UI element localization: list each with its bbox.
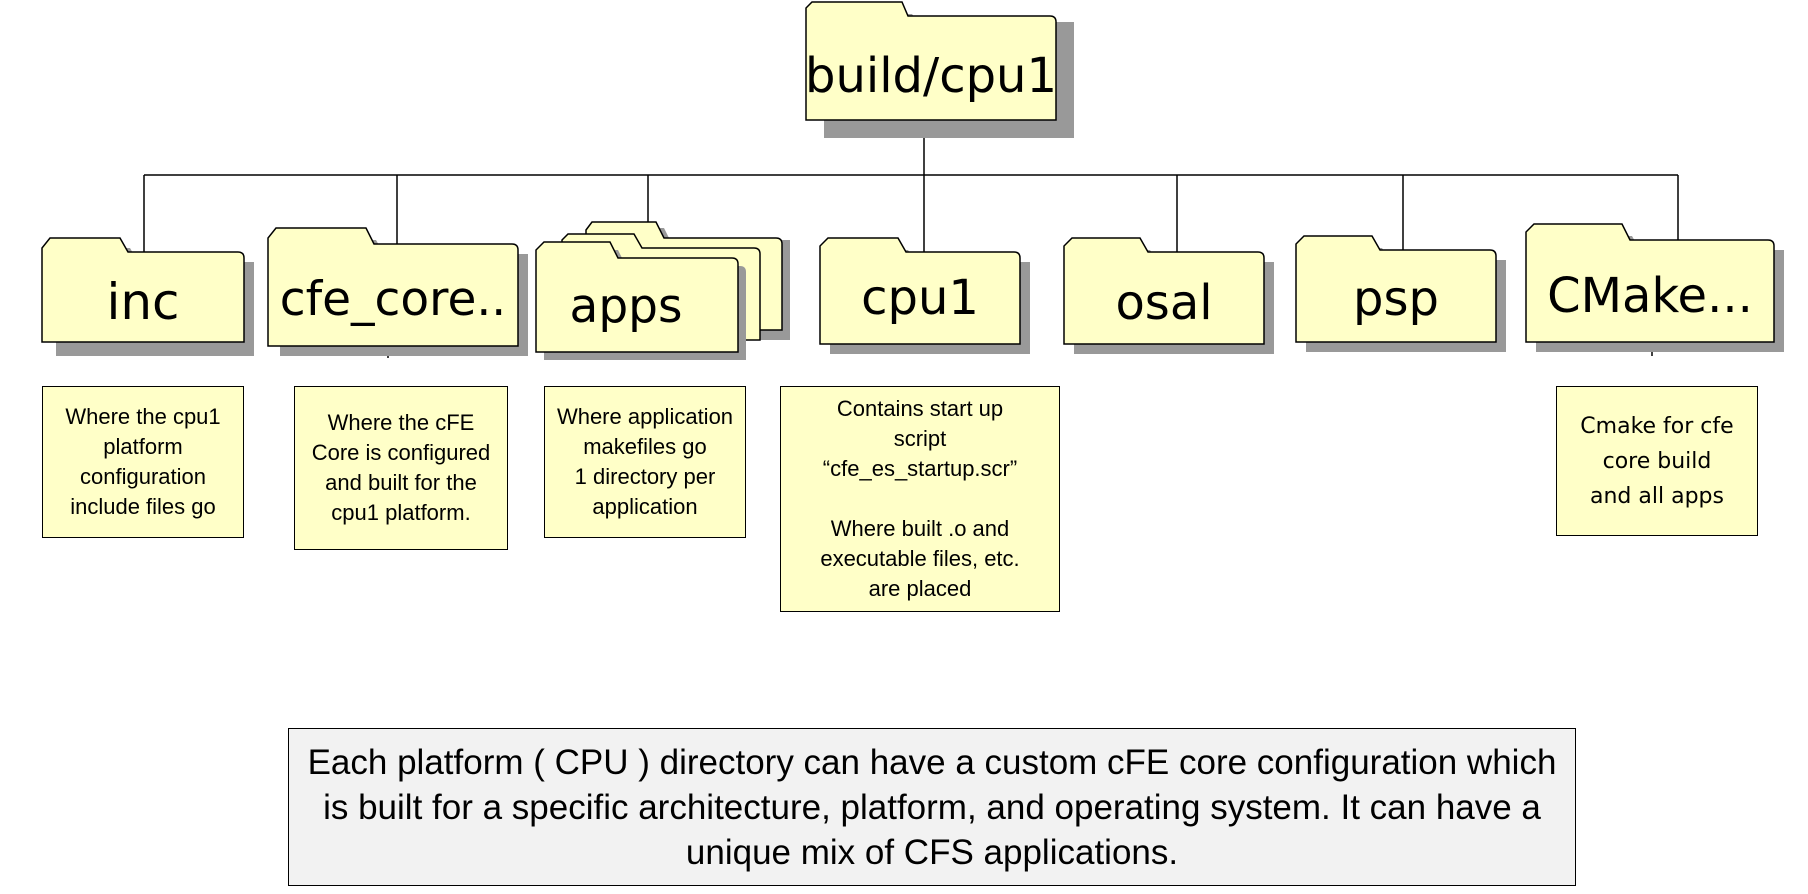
osal-folder-icon[interactable] (1063, 237, 1274, 354)
cpu1-folder-icon[interactable] (819, 237, 1030, 354)
root-folder-icon[interactable] (805, 1, 1074, 138)
root-folder-label: build/cpu1 (804, 48, 1058, 104)
folder-label-cfe-core: cfe_core.. (279, 271, 507, 327)
psp-folder-icon[interactable] (1295, 235, 1506, 352)
platform-note: Each platform ( CPU ) directory can have… (288, 728, 1576, 886)
inc-folder-icon[interactable] (41, 237, 254, 356)
folder-label-inc: inc (106, 273, 180, 331)
inc-description: Where the cpu1 platform configuration in… (42, 386, 244, 538)
platform-note-text: Each platform ( CPU ) directory can have… (307, 742, 1557, 872)
folder-label-cmake: CMake... (1547, 268, 1753, 324)
cfe-core-folder-icon[interactable] (267, 227, 528, 356)
apps-folder-stack-icon[interactable] (535, 221, 790, 360)
apps-description-text: Where application makefiles go 1 directo… (556, 404, 734, 519)
cpu1-description-text: Contains start up script “cfe_es_startup… (820, 396, 1020, 601)
cmake-description-text: Cmake for cfe core build and all apps (1580, 413, 1734, 509)
folder-label-cpu1: cpu1 (861, 270, 979, 326)
folder-label-apps: apps (569, 278, 683, 334)
tree-connectors (143, 130, 1679, 358)
cpu1-description: Contains start up script “cfe_es_startup… (780, 386, 1060, 612)
folder-label-osal: osal (1115, 275, 1213, 331)
cfe-core-description-text: Where the cFE Core is configured and bui… (311, 410, 491, 525)
apps-description: Where application makefiles go 1 directo… (544, 386, 746, 538)
cmake-description: Cmake for cfe core build and all apps (1556, 386, 1758, 536)
cmake-folder-icon[interactable] (1525, 223, 1784, 352)
inc-description-text: Where the cpu1 platform configuration in… (65, 404, 221, 519)
folder-label-psp: psp (1353, 271, 1439, 327)
cfe-core-description: Where the cFE Core is configured and bui… (294, 386, 508, 550)
